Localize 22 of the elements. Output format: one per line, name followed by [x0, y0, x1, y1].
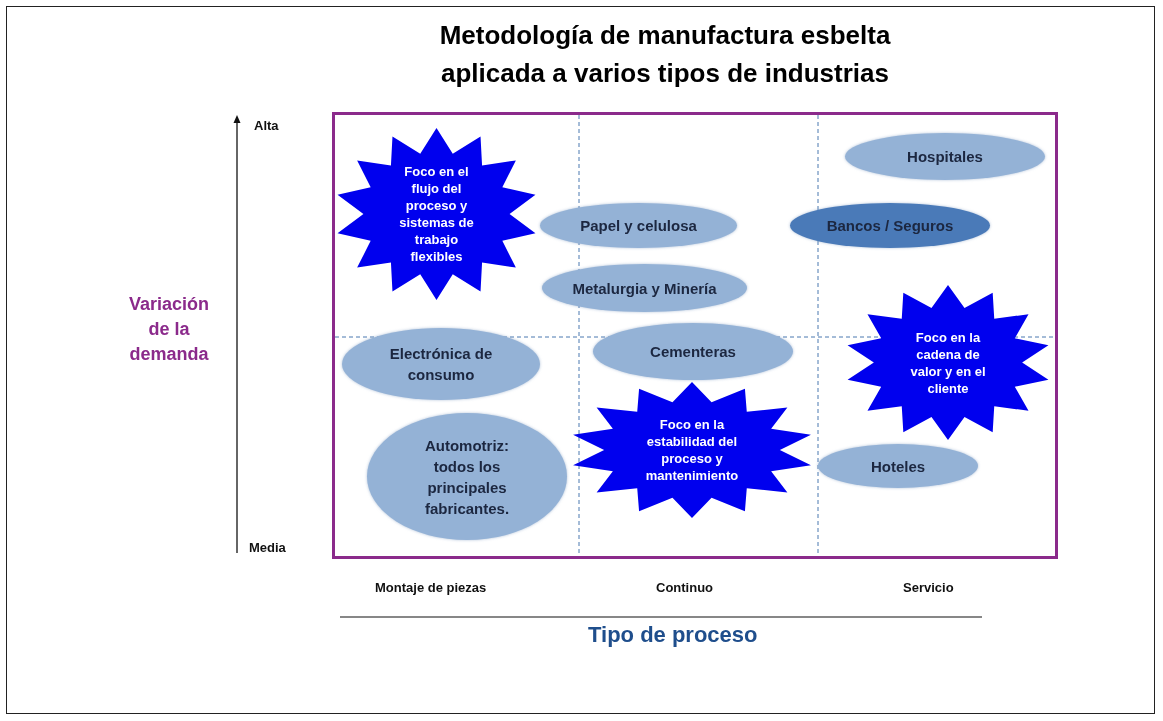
- axis-label: Continuo: [656, 580, 714, 595]
- diagram-title: Metodología de manufactura esbelta aplicada a varios tipos de industrias: [438, 19, 892, 90]
- axis-label: Media: [249, 540, 286, 555]
- node-text: Foco en el flujo del proceso y sistemas de trabajo flexibles: [398, 163, 475, 265]
- node-text: Papel y celulosa: [580, 216, 697, 236]
- axis-label: Variación de la demanda: [127, 293, 210, 366]
- node-text: Bancos / Seguros: [826, 216, 954, 236]
- node-text: Hoteles: [870, 456, 926, 477]
- ellipse-shape: [818, 444, 978, 488]
- node-text: Hospitales: [907, 147, 983, 167]
- starburst-shape: [845, 285, 1051, 440]
- axis-label: Alta: [254, 118, 279, 133]
- starburst-shape: [335, 128, 538, 300]
- node-text: Cementeras: [650, 342, 736, 362]
- axis-label: Montaje de piezas: [375, 580, 487, 595]
- axis-label: Tipo de proceso: [588, 622, 758, 648]
- node-text: Automotriz: todos los principales fabricantes.: [423, 435, 511, 519]
- axis-label: Servicio: [903, 580, 954, 595]
- node-text: Foco en la cadena de valor y en el cliente: [909, 328, 987, 397]
- node-text: Foco en la estabilidad del proceso y mantenimiento: [644, 416, 740, 484]
- node-text: Metalurgia y Minería: [572, 278, 717, 299]
- node-text: Electrónica de consumo: [388, 344, 494, 385]
